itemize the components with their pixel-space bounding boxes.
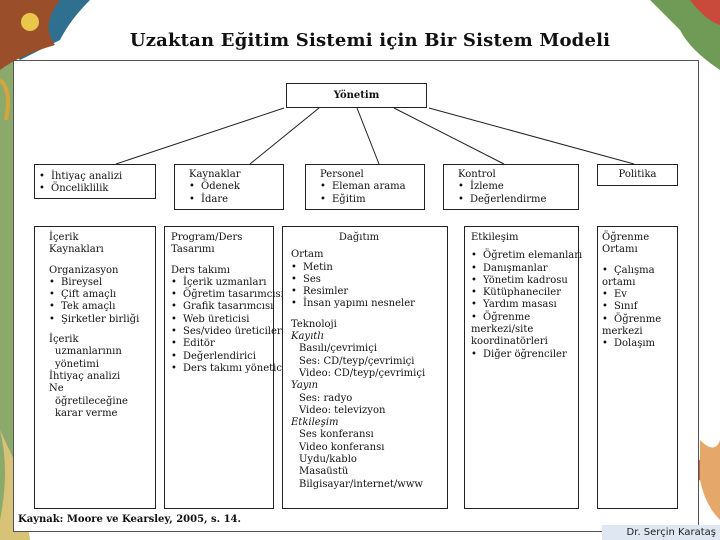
- column-title: Dağıtım: [291, 232, 447, 244]
- list-item: •Öğrenme merkezi/site koordinatörleri: [471, 312, 573, 349]
- middle-item: •İzleme: [458, 181, 578, 193]
- list-item: •Editör: [171, 338, 273, 350]
- column-interaction: Etkileşim •Öğretim elemanları •Danışmanl…: [464, 226, 579, 509]
- text-line: Ses: CD/teyp/çevrimiçi: [291, 356, 447, 368]
- middle-node-analysis: •İhtiyaç analizi •Önceliklilik: [34, 164, 156, 199]
- list-item: •Yönetim kadrosu: [471, 275, 578, 287]
- list-item: •Web üreticisi: [171, 314, 273, 326]
- source-caption: Kaynak: Moore ve Kearsley, 2005, s. 14.: [18, 514, 241, 525]
- list-item: •Dolaşım: [602, 338, 677, 350]
- list-item: •Kütüphaneciler: [471, 287, 578, 299]
- list-item: •İnsan yapımı nesneler: [291, 298, 447, 310]
- middle-node-personnel: Personel •Eleman arama •Eğitim: [305, 164, 425, 210]
- list-item: •Değerlendirici: [171, 351, 273, 363]
- column-program-design: Program/Ders Tasarımı Ders takımı •İçeri…: [164, 226, 274, 509]
- list-item: •Ev: [602, 289, 677, 301]
- text-line: Ses konferansı: [291, 429, 447, 441]
- text-line: Ne: [49, 383, 155, 395]
- category-label: Kayıtlı: [291, 331, 447, 343]
- text-line: Video konferansı: [291, 442, 447, 454]
- column-delivery: Dağıtım Ortam •Metin •Ses •Resimler •İns…: [282, 226, 448, 509]
- middle-node-title: Personel: [320, 169, 424, 181]
- list-item: •Danışmanlar: [471, 263, 578, 275]
- list-item: •Öğrenme merkezi: [602, 314, 674, 339]
- text-line: Video: televizyon: [291, 405, 447, 417]
- middle-item: •Önceliklilik: [39, 183, 155, 195]
- text-line: Video: CD/teyp/çevrimiçi: [291, 368, 447, 380]
- list-item: •Ders takımı yöneticisi: [171, 363, 273, 375]
- column-learning-environment: Öğrenme Ortamı •Çalışma ortamı •Ev •Sını…: [597, 226, 678, 509]
- list-item: •Metin: [291, 262, 447, 274]
- middle-item: •Ödenek: [189, 181, 283, 193]
- list-item: •Öğretim elemanları: [471, 250, 578, 262]
- column-subtitle: Ders takımı: [171, 265, 273, 277]
- list-item: •Tek amaçlı: [49, 301, 155, 313]
- middle-node-title: Kontrol: [458, 169, 578, 181]
- text-line: yönetimi: [49, 359, 155, 371]
- middle-node-policy: Politika: [597, 164, 678, 186]
- text-line: öğretileceğine: [49, 396, 155, 408]
- text-line: karar verme: [49, 408, 155, 420]
- column-title: Program/Ders Tasarımı: [171, 232, 255, 257]
- system-model-diagram: Yönetim •İhtiyaç analizi •Önceliklilik K…: [13, 60, 699, 532]
- top-node-management: Yönetim: [286, 83, 427, 108]
- top-node-label: Yönetim: [334, 90, 380, 101]
- middle-item: •Eleman arama: [320, 181, 424, 193]
- column-subtitle: Organizasyon: [49, 265, 155, 277]
- text-line: Ses: radyo: [291, 393, 447, 405]
- list-item: •Diğer öğrenciler: [471, 349, 578, 361]
- list-item: •Yardım masası: [471, 299, 578, 311]
- category-label: Etkileşim: [291, 417, 447, 429]
- column-title: Öğrenme Ortamı: [602, 232, 662, 257]
- text-line: Basılı/çevrimiçi: [291, 343, 447, 355]
- column-subtitle: Ortam: [291, 249, 447, 261]
- text-line: İçerik: [49, 334, 155, 346]
- column-title: İçerik Kaynakları: [49, 232, 129, 257]
- middle-item: •İdare: [189, 194, 283, 206]
- list-item: •Ses/video üreticileri: [171, 326, 273, 338]
- middle-node-title: Politika: [619, 169, 657, 180]
- text-line: uzmanlarının: [49, 346, 155, 358]
- text-line: Uydu/kablo: [291, 454, 447, 466]
- column-subtitle: Teknoloji: [291, 319, 447, 331]
- text-line: Bilgisayar/internet/www: [291, 479, 447, 491]
- list-item: •Şirketler birliği: [49, 314, 155, 326]
- list-item: •Çalışma ortamı: [602, 265, 674, 290]
- list-item: •Öğretim tasarımcısı: [171, 289, 273, 301]
- list-item: •Sınıf: [602, 301, 677, 313]
- author-label: Dr. Serçin Karataş: [602, 525, 720, 540]
- list-item: •Çift amaçlı: [49, 289, 155, 301]
- slide-title: Uzaktan Eğitim Sistemi için Bir Sistem M…: [0, 30, 720, 51]
- column-content-sources: İçerik Kaynakları Organizasyon •Bireysel…: [34, 226, 156, 509]
- middle-item: •Eğitim: [320, 194, 424, 206]
- text-line: Masaüstü: [291, 466, 447, 478]
- list-item: •Ses: [291, 274, 447, 286]
- middle-node-control: Kontrol •İzleme •Değerlendirme: [443, 164, 579, 210]
- middle-item: •Değerlendirme: [458, 194, 578, 206]
- list-item: •Resimler: [291, 286, 447, 298]
- middle-node-resources: Kaynaklar •Ödenek •İdare: [174, 164, 284, 210]
- text-line: İhtiyaç analizi: [49, 371, 155, 383]
- category-label: Yayın: [291, 380, 447, 392]
- list-item: •Grafik tasarımcısı: [171, 301, 273, 313]
- middle-item: •İhtiyaç analizi: [39, 171, 155, 183]
- column-title: Etkileşim: [471, 232, 578, 244]
- list-item: •Bireysel: [49, 277, 155, 289]
- list-item: •İçerik uzmanları: [171, 277, 273, 289]
- middle-node-title: Kaynaklar: [189, 169, 283, 181]
